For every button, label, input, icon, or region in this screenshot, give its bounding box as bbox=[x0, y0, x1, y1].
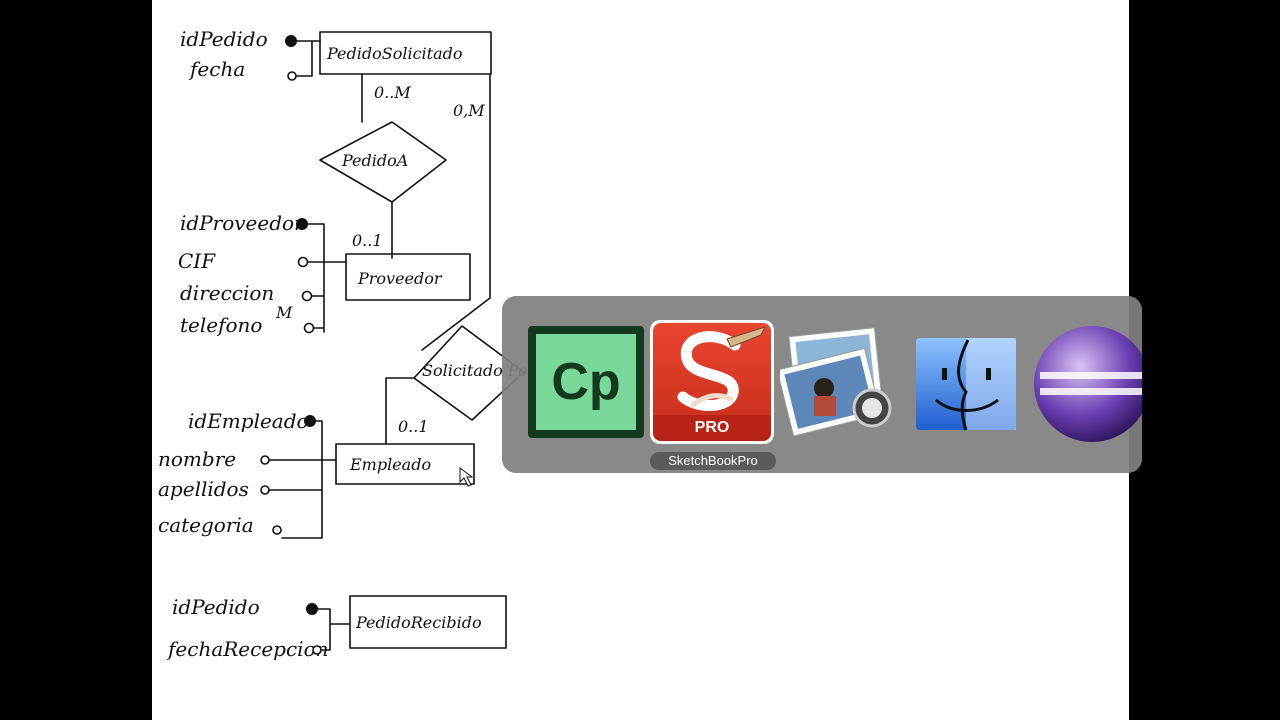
cardinality-top: 0..M bbox=[374, 83, 411, 102]
relation-pedido-a: PedidoA bbox=[341, 151, 408, 170]
cardinality-proveedor: 0..1 bbox=[352, 231, 383, 250]
app-switcher: Cp PRO bbox=[502, 296, 1142, 473]
attr-idempleado: idEmpleado bbox=[188, 409, 309, 433]
attr-fecharecepcion: fechaRecepcion bbox=[166, 637, 329, 661]
attr-marker bbox=[288, 72, 296, 80]
entity-empleado: Empleado bbox=[349, 455, 431, 474]
attr-idproveedor: idProveedor bbox=[180, 211, 305, 235]
entity-pedido-solicitado: PedidoSolicitado bbox=[326, 44, 463, 63]
key-marker bbox=[296, 218, 308, 230]
app-preview[interactable] bbox=[780, 326, 894, 440]
key-marker bbox=[304, 415, 316, 427]
entity-pedido-recibido: PedidoRecibido bbox=[355, 613, 482, 632]
attr-apellidos: apellidos bbox=[158, 477, 249, 501]
cardinality-empleado: 0..1 bbox=[398, 417, 429, 436]
attr-connector bbox=[297, 41, 320, 76]
multivalued-mark: M bbox=[275, 303, 293, 322]
attr-idpedido: idPedido bbox=[180, 27, 268, 51]
attr-marker bbox=[313, 646, 321, 654]
app-eclipse[interactable] bbox=[1034, 324, 1142, 442]
entity-proveedor: Proveedor bbox=[357, 269, 443, 288]
attr-idpedido-recibido: idPedido bbox=[172, 595, 260, 619]
app-sketchbook-pro[interactable]: PRO bbox=[650, 320, 774, 444]
attr-categoria: categoria bbox=[158, 513, 254, 537]
finder-icon bbox=[914, 334, 1018, 434]
attr-fecha: fecha bbox=[188, 57, 245, 81]
app-captivate[interactable]: Cp bbox=[528, 326, 644, 438]
attr-marker bbox=[261, 486, 269, 494]
preview-icon bbox=[780, 326, 900, 438]
attr-nombre: nombre bbox=[158, 447, 236, 471]
pro-badge: PRO bbox=[653, 415, 771, 441]
selected-app-label: SketchBookPro bbox=[650, 452, 776, 470]
attr-marker bbox=[261, 456, 269, 464]
key-marker bbox=[285, 35, 297, 47]
sketchbook-icon: PRO bbox=[653, 323, 771, 441]
eclipse-icon bbox=[1034, 324, 1142, 442]
cardinality-right: 0,M bbox=[453, 101, 485, 120]
attr-connector bbox=[269, 421, 336, 538]
attr-cif: CIF bbox=[178, 249, 216, 273]
cp-icon: Cp bbox=[536, 334, 636, 430]
app-finder[interactable] bbox=[914, 334, 1018, 434]
sketchbook-s-glyph bbox=[653, 323, 771, 415]
attr-telefono: telefono bbox=[180, 313, 262, 337]
attr-marker bbox=[305, 324, 314, 333]
attr-marker bbox=[299, 258, 308, 267]
attr-connector bbox=[308, 224, 346, 332]
attr-marker bbox=[303, 292, 312, 301]
attr-direccion: direccion bbox=[180, 281, 274, 305]
key-marker bbox=[306, 603, 318, 615]
attr-marker bbox=[273, 526, 281, 534]
